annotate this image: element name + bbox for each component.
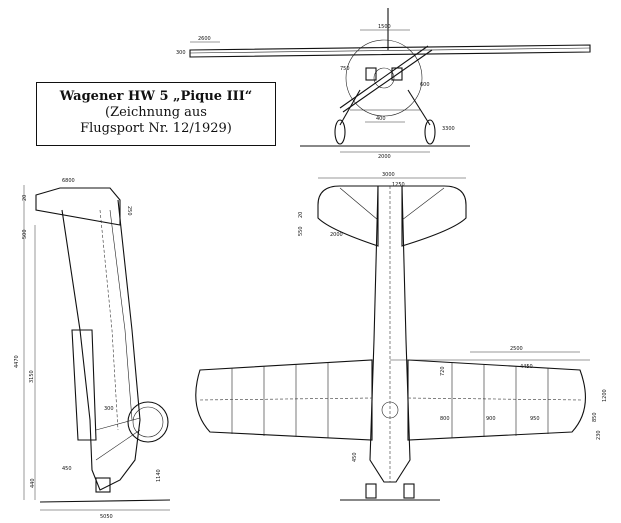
side-dim-9: 5050	[100, 514, 113, 520]
front-dim-8: 3300	[442, 126, 455, 132]
side-dim-7: 1140	[156, 469, 162, 482]
front-dim-1: 2600	[198, 36, 211, 42]
top-dim-2: 1250	[392, 182, 405, 188]
top-dim-10: 850	[592, 412, 598, 422]
side-dim-5: 20	[22, 195, 28, 201]
top-dim-7: 4450	[520, 364, 533, 370]
caption-line-2: (Zeichnung aus	[105, 105, 207, 120]
top-dim-15: 230	[596, 430, 602, 440]
top-dim-5: 550	[298, 226, 304, 236]
front-dim-5: 750	[340, 66, 350, 72]
front-view: 2600 1500 400 2000 750 600 300 3300	[176, 8, 591, 160]
top-dim-13: 1200	[602, 389, 608, 402]
front-dim-7: 300	[176, 50, 186, 56]
top-dim-6: 2500	[510, 346, 523, 352]
front-dim-2: 1500	[378, 24, 391, 30]
caption-title: Wagener HW 5 „Pique III“	[59, 89, 253, 104]
front-dim-6: 600	[420, 82, 430, 88]
top-dim-8: 450	[352, 452, 358, 462]
side-dim-11: 300	[104, 406, 114, 412]
side-view: 6800 4470 3150 500 20 250 1140 440 5050 …	[14, 178, 171, 520]
caption-line-3: Flugsport Nr. 12/1929)	[80, 121, 232, 136]
top-dim-4: 20	[298, 212, 304, 218]
side-dim-1: 6800	[62, 178, 75, 184]
top-dim-3: 2000	[330, 232, 343, 238]
side-dim-6: 250	[126, 206, 132, 216]
front-dim-3: 400	[376, 116, 386, 122]
side-dim-4: 500	[22, 229, 28, 239]
side-dim-2: 4470	[14, 355, 20, 368]
side-dim-8: 440	[30, 478, 36, 488]
caption-box: Wagener HW 5 „Pique III“ (Zeichnung aus …	[36, 82, 276, 146]
front-dim-4: 2000	[378, 154, 391, 160]
top-dim-9: 800	[440, 416, 450, 422]
side-dim-3: 3150	[29, 370, 35, 383]
top-dim-11: 900	[486, 416, 496, 422]
top-dim-14: 720	[440, 366, 446, 376]
top-view: 3000 1250 2000 20 550 2500 4450 450 800 …	[195, 172, 608, 501]
side-dim-10: 450	[62, 466, 72, 472]
top-dim-1: 3000	[382, 172, 395, 178]
top-dim-12: 950	[530, 416, 540, 422]
